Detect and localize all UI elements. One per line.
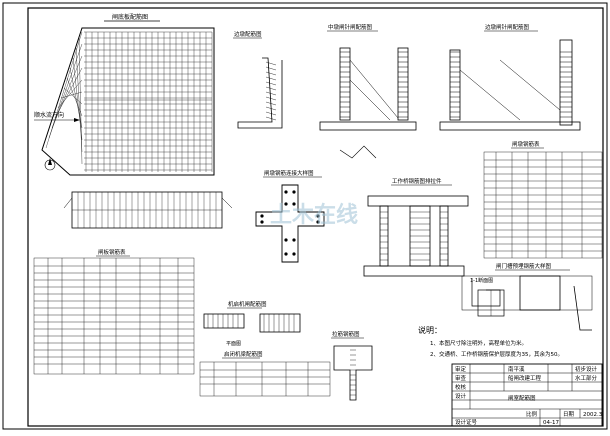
tb-approve: 审定: [455, 365, 467, 373]
beam-detail-title: 机启机闸配筋图: [228, 300, 267, 308]
lower-detail-title: 启闭机梁配筋图: [224, 350, 263, 358]
flow-direction-label: 顺水流方向: [34, 111, 64, 119]
note-line-1: 1、本图尺寸除注明外，高程单位为米。: [430, 339, 527, 347]
groove-detail-title: 工作桥钢筋图排拉件: [392, 177, 442, 185]
steel-table-left: 闸板钢筋表: [33, 248, 195, 375]
section-1-1: 1-1断面图: [470, 277, 505, 317]
tb-date: 2002.3: [583, 412, 603, 418]
tie-bar-detail: 拉筋钢筋图: [331, 330, 373, 401]
compass-icon: [44, 158, 56, 171]
section-1-1-title: 1-1断面图: [470, 277, 493, 284]
tb-design: 设计: [455, 392, 467, 400]
edge-pier-section-title: 边墩闸针闸配筋图: [485, 23, 530, 31]
gate-groove-embed-detail: 闸门槽预埋钢筋大样图: [461, 262, 593, 331]
table-right-title: 闸墩钢筋表: [512, 140, 540, 148]
tb-check: 校核: [455, 383, 467, 391]
tb-phase: 初步设计: [575, 365, 598, 373]
tb-scale-label: 比例: [526, 410, 538, 418]
edge-pier-detail-title: 边墩配筋图: [234, 30, 262, 38]
mid-pier-section: 中墩闸针闸配筋图: [319, 23, 417, 159]
note-line-2: 2、交通桥、工作桥钢筋保护层厚度为35，其余为50。: [430, 350, 563, 358]
edge-pier-section: 边墩闸针闸配筋图: [439, 23, 581, 131]
plan-title: 闸底板配筋图: [112, 13, 148, 21]
table-left-title: 闸板钢筋表: [98, 248, 126, 256]
tb-project-line2: 船闸改建工程: [508, 374, 542, 382]
tb-drawing-name: 闸室配筋图: [508, 394, 536, 402]
tb-date-label: 日期: [563, 411, 575, 418]
steel-table-right: 闸墩钢筋表: [483, 140, 603, 259]
plan-view-label: 平面图: [226, 341, 241, 347]
notes-heading: 说明：: [418, 325, 442, 335]
mid-pier-title: 中墩闸针闸配筋图: [328, 23, 373, 31]
plan-view: 闸底板配筋图 顺水流方向: [34, 13, 233, 229]
cross-joint-detail: 闸墩钢筋连接大样图: [255, 169, 325, 263]
tb-drawing-no: 04-17: [543, 420, 559, 426]
tb-project-line1: 南平溪: [508, 365, 525, 373]
right-mid-detail-title: 闸门槽预埋钢筋大样图: [496, 262, 552, 270]
beam-detail: 机启机闸配筋图 平面图: [203, 300, 301, 347]
tb-drawing-no-label: 设计证号: [455, 418, 478, 426]
tie-bar-detail-title: 拉筋钢筋图: [332, 330, 360, 338]
notes: 说明： 1、本图尺寸除注明外，高程单位为米。 2、交通桥、工作桥钢筋保护层厚度为…: [418, 325, 563, 358]
tb-part: 水工部分: [575, 374, 598, 382]
tb-review: 审查: [455, 374, 467, 382]
title-block: 审定 审查 校核 设计 南平溪 船闸改建工程 初步设计 水工部分 闸室配筋图 比…: [451, 363, 603, 427]
outer-frame: [2, 2, 608, 430]
cross-detail-title: 闸墩钢筋连接大样图: [264, 169, 314, 177]
watermark: 土木在线: [270, 202, 358, 228]
hoist-beam-table: 启闭机梁配筋图: [199, 350, 331, 397]
edge-pier-detail: 边墩配筋图: [233, 30, 283, 129]
inner-frame: [27, 7, 604, 427]
groove-detail: 工作桥钢筋图排拉件: [363, 177, 469, 277]
